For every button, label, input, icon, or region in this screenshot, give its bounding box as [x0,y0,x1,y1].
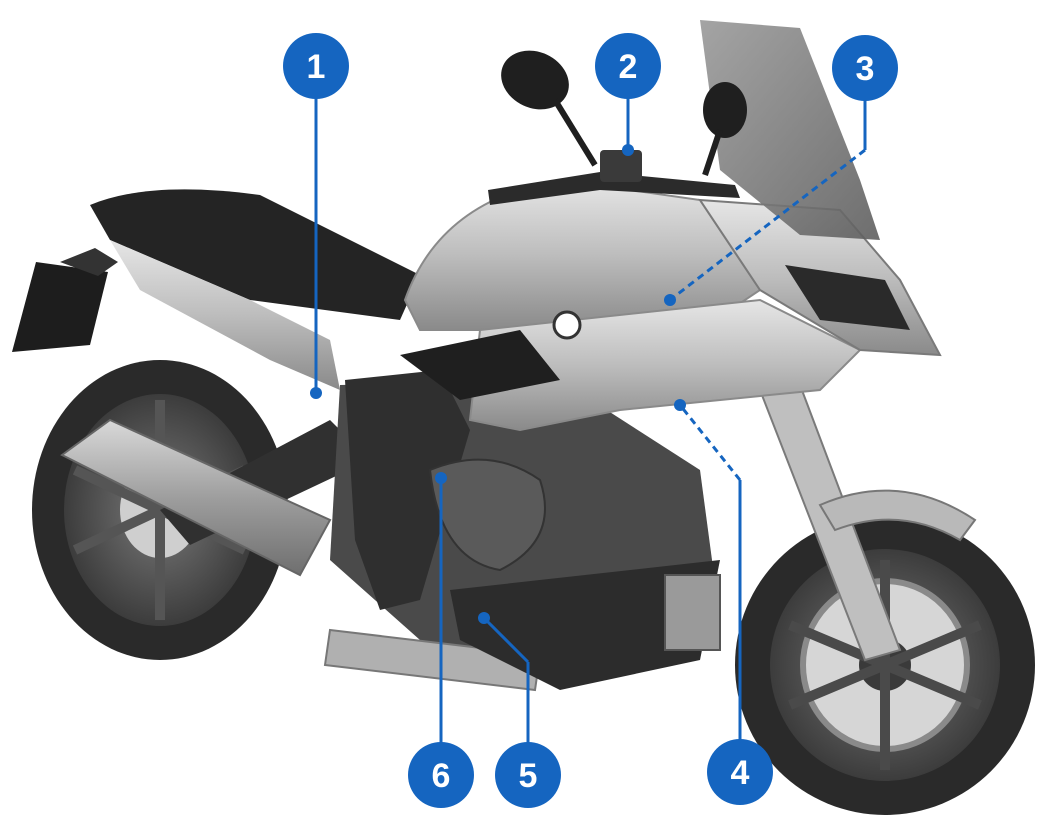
callout-label-6: 6 [432,757,451,795]
callout-line-4-diagonal [678,404,742,481]
engine-cover [428,458,546,572]
right-mirror [703,82,747,138]
callout-6: 6 [408,742,474,808]
callout-lines [310,96,867,745]
brake-reservoir [600,150,642,182]
rear-fairing [110,240,340,390]
tail-light-bracket [60,248,118,276]
callout-label-2: 2 [619,48,638,86]
seat [90,189,420,320]
left-mirror [501,50,569,110]
brand-emblem [552,310,582,340]
license-plate [12,262,108,352]
callout-dot-1 [310,387,322,399]
callout-label-3: 3 [856,50,875,88]
front-wheel [735,515,1035,815]
callout-label-5: 5 [519,757,538,795]
callout-dot-2 [622,144,634,156]
callout-line-5-diagonal [482,616,530,664]
callout-line-3-diagonal [669,148,866,302]
belly-pan [450,560,720,690]
callout-dot-5 [478,612,490,624]
handlebar [488,172,740,205]
windscreen [700,20,880,240]
callout-label-1: 1 [307,48,326,86]
motorcycle-illustration [12,20,1035,815]
exhaust-muffler [60,418,332,577]
radiator-grille [664,574,721,651]
callout-dot-6 [435,472,447,484]
callout-dot-4 [674,399,686,411]
callout-2: 2 [595,33,661,99]
callout-3: 3 [832,35,898,101]
front-fender [818,489,977,542]
callout-label-4: 4 [731,754,750,792]
frame [345,370,470,610]
side-panel-dark [400,330,560,400]
callout-dot-3 [664,294,676,306]
headlight [785,265,910,330]
lower-exhaust-pipe [323,628,542,692]
callout-4: 4 [707,739,773,805]
callout-1: 1 [283,33,349,99]
callout-5: 5 [495,742,561,808]
